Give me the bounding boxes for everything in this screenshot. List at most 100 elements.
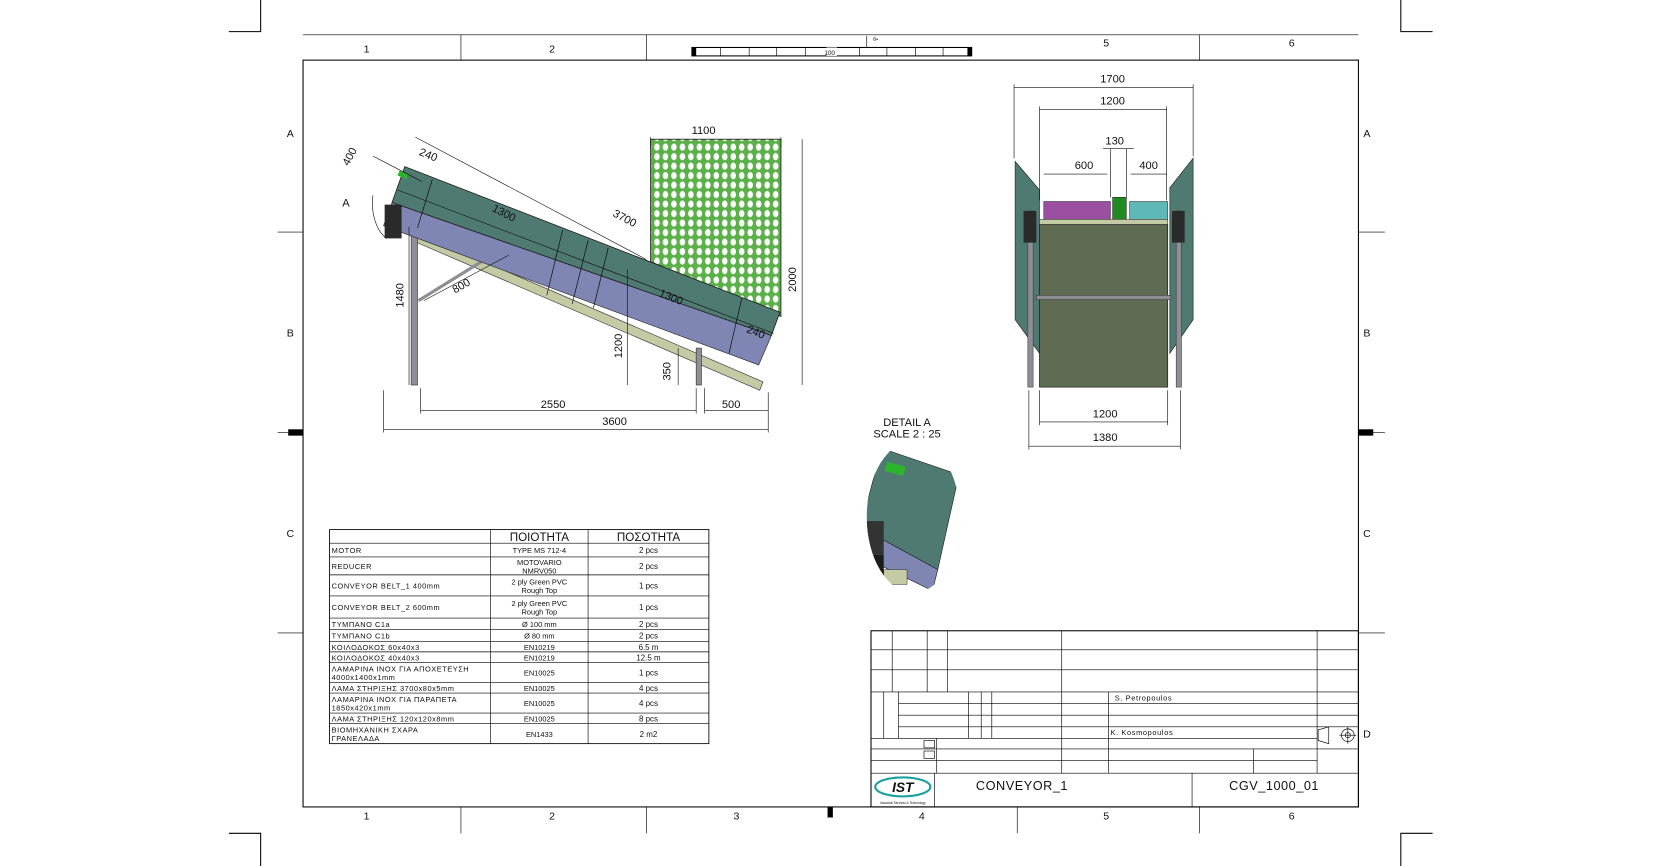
scale-bar: 100 б• xyxy=(691,35,973,57)
logo-tagline: Industrial Services & Technology xyxy=(880,801,926,805)
zone-labels: 1 2 5 6 1 2 3 4 5 6 A B C A B C D xyxy=(287,37,1372,822)
bom-item: ΛΑΜΑΡΙΝΑ ΙΝΟΧ ΓΙΑ ΠΑΡΑΠΕΤΑ xyxy=(332,695,457,704)
left-flap xyxy=(1014,160,1040,355)
bom-item: ΚΟΙΛΟΔΟΚΟΣ 60x40x3 xyxy=(332,643,420,652)
bom-qty: 2 m2 xyxy=(640,730,658,739)
bom-item: CONVEYOR BELT_1 400mm xyxy=(332,582,441,591)
dim-240-a: 240 xyxy=(417,146,439,164)
bom-spec: 2 ply Green PVC xyxy=(512,599,568,608)
bom-item: 1850x420x1mm xyxy=(332,703,391,712)
zone-bottom-5: 5 xyxy=(1103,811,1109,823)
drawing-number: CGV_1000_01 xyxy=(1229,779,1319,793)
zone-right-a: A xyxy=(1363,128,1371,140)
bom-qty: 2 pcs xyxy=(639,632,658,641)
bom-spec: Ø 100 mm xyxy=(522,620,557,629)
bom-qty: 6.5 m xyxy=(639,643,659,652)
zone-bottom-2: 2 xyxy=(549,811,555,823)
dim-2000: 2000 xyxy=(787,267,799,292)
bom-item: REDUCER xyxy=(332,562,372,571)
hopper-box xyxy=(1039,224,1169,388)
detail-a-view: DETAIL A SCALE 2 : 25 xyxy=(866,417,960,593)
zone-dividers xyxy=(277,34,1385,834)
center-divider xyxy=(1112,196,1127,220)
dim-400-front: 400 xyxy=(1139,160,1158,172)
dim-130: 130 xyxy=(1105,136,1124,148)
zone-bottom-3: 3 xyxy=(733,811,739,823)
bom-spec: EN10025 xyxy=(524,715,555,724)
zone-right-b: B xyxy=(1363,328,1370,340)
dim-500: 500 xyxy=(722,399,741,411)
detail-title: DETAIL A xyxy=(883,417,931,429)
dim-3600: 3600 xyxy=(602,416,627,428)
zone-bottom-4: 4 xyxy=(919,811,925,823)
dim-1700: 1700 xyxy=(1100,73,1125,85)
bom-spec: EN10025 xyxy=(524,684,555,693)
bom-border xyxy=(329,529,710,745)
bom-item: ΛΑΜΑΡΙΝΑ ΙΝΟΧ ΓΙΑ ΑΠΟΧΕΤΕΥΣΗ xyxy=(332,664,470,673)
zone-bottom-6: 6 xyxy=(1289,811,1295,823)
zone-top-5: 5 xyxy=(1103,37,1109,49)
dim-400: 400 xyxy=(341,146,360,168)
motor xyxy=(384,204,402,239)
bom-item: CONVEYOR BELT_2 600mm xyxy=(332,603,441,612)
motor-indicator xyxy=(397,170,409,179)
bom-spec: EN10219 xyxy=(524,643,555,652)
bom-qty: 4 pcs xyxy=(639,684,658,693)
side-view: 3600 2550 500 1100 1480 1200 350 2000 37… xyxy=(341,125,803,433)
drawing-frame xyxy=(302,59,1359,808)
bom-item: ΤΥΜΠΑΝΟ C1a xyxy=(332,620,391,629)
belt-roller-400 xyxy=(1129,201,1168,220)
bom-item: ΒΙΟΜΗΧΑΝΙΚΗ ΣΧΑΡΑ xyxy=(332,726,419,735)
dim-3700: 3700 xyxy=(611,208,638,230)
bom-spec: EN1433 xyxy=(526,730,553,739)
bom-qty: 1 pcs xyxy=(639,582,658,591)
scale-bar-label: 100 xyxy=(824,50,835,57)
dim-1200: 1200 xyxy=(613,334,625,359)
right-leg xyxy=(695,347,702,386)
logo-text: IST xyxy=(892,780,915,795)
zone-left-c: C xyxy=(287,528,295,540)
bom-spec: NMRV050 xyxy=(522,566,556,575)
bom-qty: 1 pcs xyxy=(639,669,658,678)
trim-marks xyxy=(228,0,1433,866)
dim-350: 350 xyxy=(662,362,674,380)
bom-qty: 12.5 m xyxy=(636,653,661,662)
bom-item: ΚΟΙΛΟΔΟΚΟΣ 40x40x3 xyxy=(332,653,420,662)
zone-right-d: D xyxy=(1363,728,1371,740)
bom-item: MOTOR xyxy=(332,546,362,555)
bom-item: ΓΡΑΝΕΛΑΔΑ xyxy=(332,734,380,743)
zone-right-c: C xyxy=(1363,528,1371,540)
bom-header: ΠΟΣΟΤΗΤΑ xyxy=(617,531,680,544)
scale-bar-note: б• xyxy=(873,37,878,43)
belt-roller-600 xyxy=(1043,201,1111,220)
bom-qty: 1 pcs xyxy=(639,603,658,612)
approved-by: K. Kosmopoulos xyxy=(1110,728,1173,737)
detail-scale: SCALE 2 : 25 xyxy=(873,429,940,441)
detail-callout: A xyxy=(342,198,350,210)
bom-item: 4000x1400x1mm xyxy=(332,673,396,682)
front-view: 1700 1200 130 600 400 1200 1380 xyxy=(1013,73,1194,450)
bom-spec: Rough Top xyxy=(521,586,557,595)
zone-top-1: 1 xyxy=(364,44,370,56)
bom-header: ΠΟΙΟΤΗΤΑ xyxy=(510,531,570,544)
projection-symbol xyxy=(1317,726,1357,745)
bom-spec: Ø 80 mm xyxy=(524,632,554,641)
dim-1380: 1380 xyxy=(1093,432,1118,444)
bom-spec: 2 ply Green PVC xyxy=(512,577,568,586)
drawing-title: CONVEYOR_1 xyxy=(976,779,1068,793)
bom-spec: EN10219 xyxy=(524,653,555,662)
bom-qty: 2 pcs xyxy=(639,620,658,629)
dim-1200-bottom: 1200 xyxy=(1093,409,1118,421)
dim-1480: 1480 xyxy=(395,283,407,308)
drawn-by: S. Petropoulos xyxy=(1115,693,1173,702)
bom-qty: 8 pcs xyxy=(639,715,658,724)
left-leg xyxy=(410,223,418,386)
dim-1200-top: 1200 xyxy=(1100,95,1125,107)
dim-2550: 2550 xyxy=(541,399,566,411)
title-block: S. Petropoulos K. Kosmopoulos IST Indust… xyxy=(870,630,1359,808)
bom-spec: EN10025 xyxy=(524,699,555,708)
bom-item: ΛΑΜΑ ΣΤΗΡΙΞΗΣ 3700x80x5mm xyxy=(332,684,455,693)
bom-qty: 4 pcs xyxy=(639,699,658,708)
